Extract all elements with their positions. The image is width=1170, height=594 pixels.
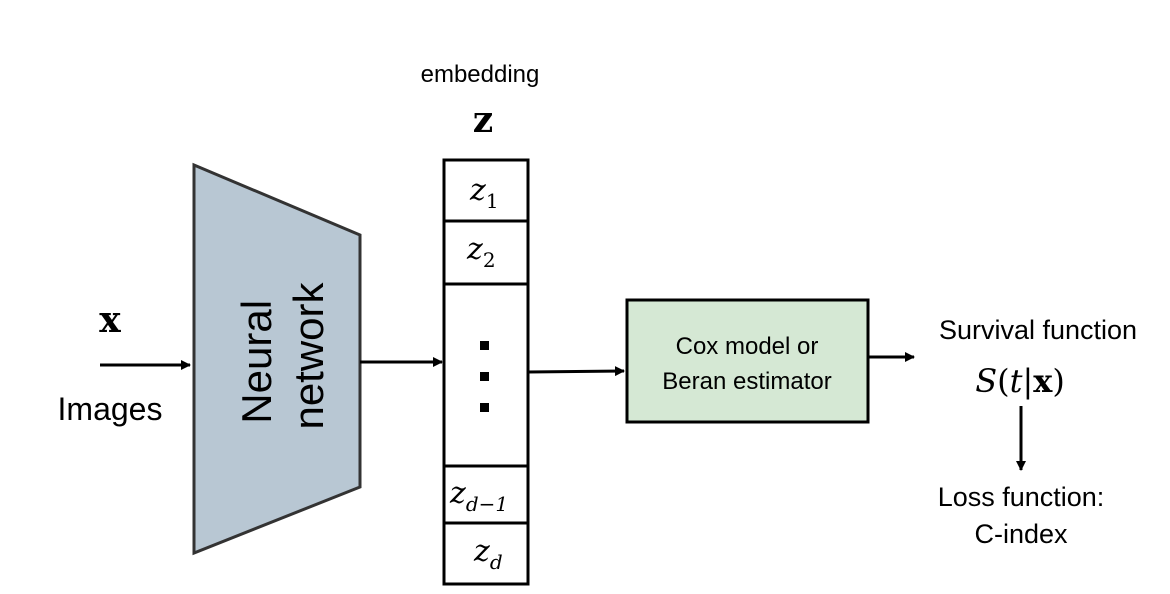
- input-symbol: x: [99, 299, 121, 341]
- input-label: Images: [58, 391, 163, 427]
- model-label-line1: Cox model or: [676, 333, 819, 360]
- ellipsis-dot: [480, 403, 489, 412]
- embedding-symbol: z: [473, 99, 493, 141]
- neural-network-line2: network: [285, 281, 332, 429]
- output-title: Survival function: [939, 315, 1137, 345]
- embedding-cell-z1: z1: [469, 173, 499, 213]
- embedding-cell-zd-minus-1: zd−1: [449, 476, 508, 516]
- model-label-line2: Beran estimator: [662, 368, 831, 395]
- model-block: [625, 298, 870, 424]
- neural-network-label: Neural network: [233, 281, 332, 429]
- loss-label-line1: Loss function:: [938, 482, 1105, 512]
- ellipsis-dot: [480, 341, 489, 350]
- neural-network-line1: Neural: [233, 300, 280, 424]
- loss-label-line2: C-index: [974, 519, 1068, 549]
- embedding-cell-zd: zd: [473, 534, 503, 574]
- embedding-cell-z2: z2: [466, 232, 496, 272]
- neural-network-block: [192, 162, 362, 556]
- embedding-to-model-arrow: [527, 366, 625, 377]
- ellipsis-dot: [480, 372, 489, 381]
- embedding-title: embedding: [421, 61, 540, 88]
- survival-formula: S(t|x): [975, 362, 1065, 400]
